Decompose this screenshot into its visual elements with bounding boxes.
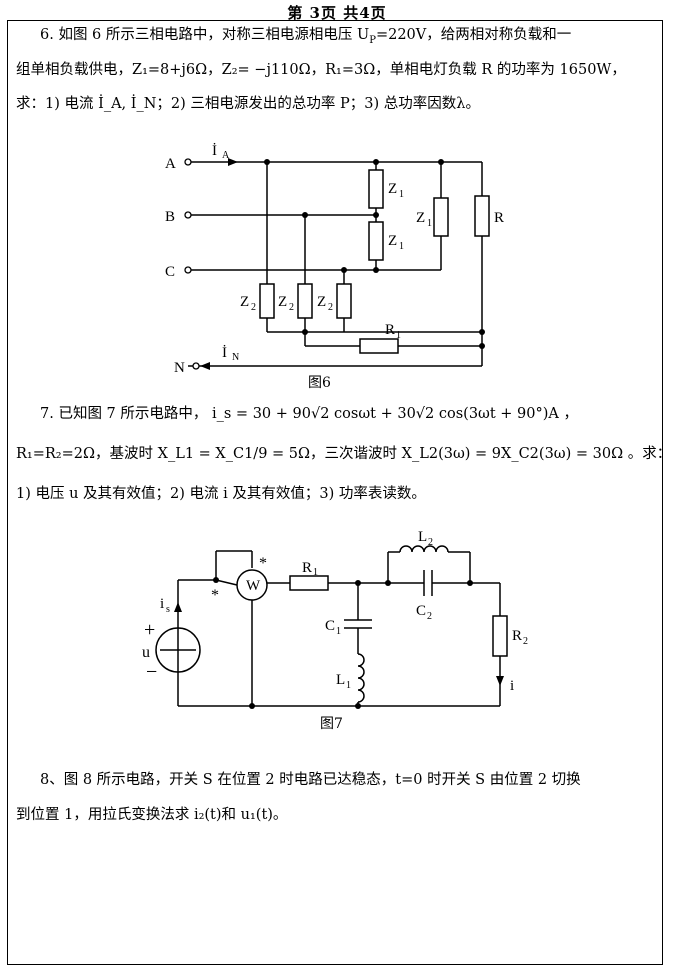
q6-line1: 6. 如图 6 所示三相电路中，对称三相电源相电压 UP=220V，给两相对称负…: [40, 27, 572, 46]
page-frame: [7, 20, 663, 965]
z1-top-label: Z: [388, 181, 397, 197]
current-in-label: İ: [222, 345, 227, 361]
l1-label: L: [336, 672, 345, 688]
wattmeter-label: W: [246, 578, 261, 594]
z1-mid-label: Z: [388, 233, 397, 249]
is-sub: s: [166, 604, 170, 615]
source-plus: +: [144, 619, 155, 641]
z2-c-sub: 2: [328, 302, 333, 313]
r1-sub: 1: [396, 330, 401, 341]
q6-line2: 组单相负载供电，Z₁=8+j6Ω，Z₂= −j110Ω，R₁=3Ω，单相电灯负载…: [16, 62, 626, 78]
c1-sub: 1: [336, 626, 341, 637]
wattmeter-star-voltage: *: [259, 555, 267, 572]
r1-label: R: [385, 322, 395, 338]
l2-sub: 2: [428, 537, 433, 548]
l2-label: L: [418, 529, 427, 545]
node-c-label: C: [165, 264, 175, 280]
wattmeter-star-current: *: [211, 587, 219, 604]
c2-label: C: [416, 603, 426, 619]
z1-right-sub: 1: [427, 218, 432, 229]
figure-6-circuit: A B C N İ A İ N Z 1 Z 1 Z 1 R Z 2 Z 2 Z …: [165, 143, 504, 376]
figure-7-circuit: W * * i s + u − R 1 C 1 L 1 L 2 C 2 R 2 …: [142, 529, 528, 709]
page-header: 第 3页 共4页: [287, 4, 387, 22]
z2-a-sub: 2: [251, 302, 256, 313]
q6-line3: 求：1) 电流 İ_A, İ_N；2) 三相电源发出的总功率 P；3) 总功率因…: [16, 96, 480, 112]
q7-line1: 7. 已知图 7 所示电路中， i_s = 30 + 90√2 cosωt + …: [40, 406, 578, 422]
node-b-label: B: [165, 209, 175, 225]
current-in-sub: N: [232, 352, 239, 363]
z2-b-sub: 2: [289, 302, 294, 313]
q7-line2: R₁=R₂=2Ω，基波时 X_L1 = X_C1/9 = 5Ω，三次谐波时 X_…: [16, 446, 672, 462]
current-ia-sub: A: [222, 150, 230, 161]
r-label: R: [494, 210, 504, 226]
r1-label: R: [302, 560, 312, 576]
z1-right-label: Z: [416, 210, 425, 226]
node-a-label: A: [165, 156, 176, 172]
figure-6-caption: 图6: [308, 375, 331, 391]
r2-label: R: [512, 628, 522, 644]
z2-a-label: Z: [240, 294, 249, 310]
figure-7-caption: 图7: [320, 716, 343, 732]
current-ia-label: İ: [212, 143, 217, 159]
z1-mid-sub: 1: [399, 241, 404, 252]
node-n-label: N: [174, 360, 185, 376]
r2-sub: 2: [523, 636, 528, 647]
c1-label: C: [325, 618, 335, 634]
q8-line2: 到位置 1，用拉氏变换法求 i₂(t)和 u₁(t)。: [16, 807, 288, 823]
z2-b-label: Z: [278, 294, 287, 310]
source-u-label: u: [142, 644, 150, 661]
source-minus: −: [146, 661, 157, 683]
z1-top-sub: 1: [399, 189, 404, 200]
z2-c-label: Z: [317, 294, 326, 310]
q8-line1: 8、图 8 所示电路，开关 S 在位置 2 时电路已达稳态，t=0 时开关 S …: [40, 772, 581, 788]
c2-sub: 2: [427, 611, 432, 622]
q7-line3: 1) 电压 u 及其有效值；2) 电流 i 及其有效值；3) 功率表读数。: [16, 486, 426, 502]
is-label: i: [160, 596, 164, 612]
r1-sub: 1: [313, 567, 318, 578]
l1-sub: 1: [346, 680, 351, 691]
i-label: i: [510, 678, 514, 694]
